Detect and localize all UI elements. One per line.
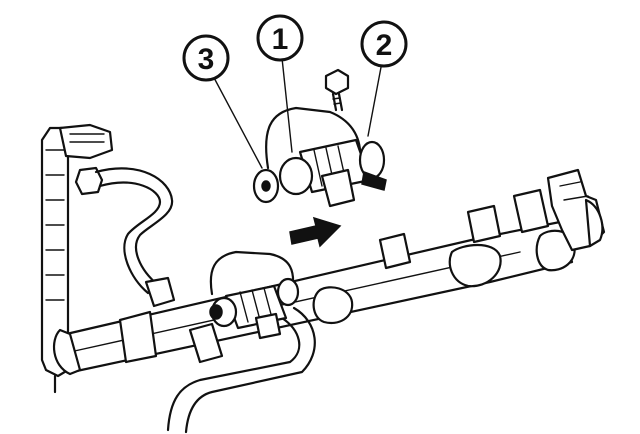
- return-fuel-line: [166, 306, 316, 434]
- fuel-injector: [40, 123, 114, 394]
- callout-leader-lines: [211, 57, 383, 169]
- installation-direction-arrow: [289, 216, 342, 248]
- rail-pressure-sensor: [546, 168, 606, 252]
- callout-1: 1: [256, 14, 304, 62]
- callout-3-label: 3: [198, 43, 215, 76]
- callout-2: 2: [360, 20, 408, 68]
- callout-2-label: 2: [376, 29, 393, 62]
- fuel-rail: [52, 188, 576, 376]
- exploded-valve-assembly: [252, 106, 387, 208]
- callout-3: 3: [182, 34, 230, 82]
- mounting-bolt: [324, 68, 350, 112]
- installed-pressure-limiter: [209, 250, 300, 340]
- injector-fuel-line: [94, 167, 176, 308]
- callout-1-label: 1: [272, 23, 289, 56]
